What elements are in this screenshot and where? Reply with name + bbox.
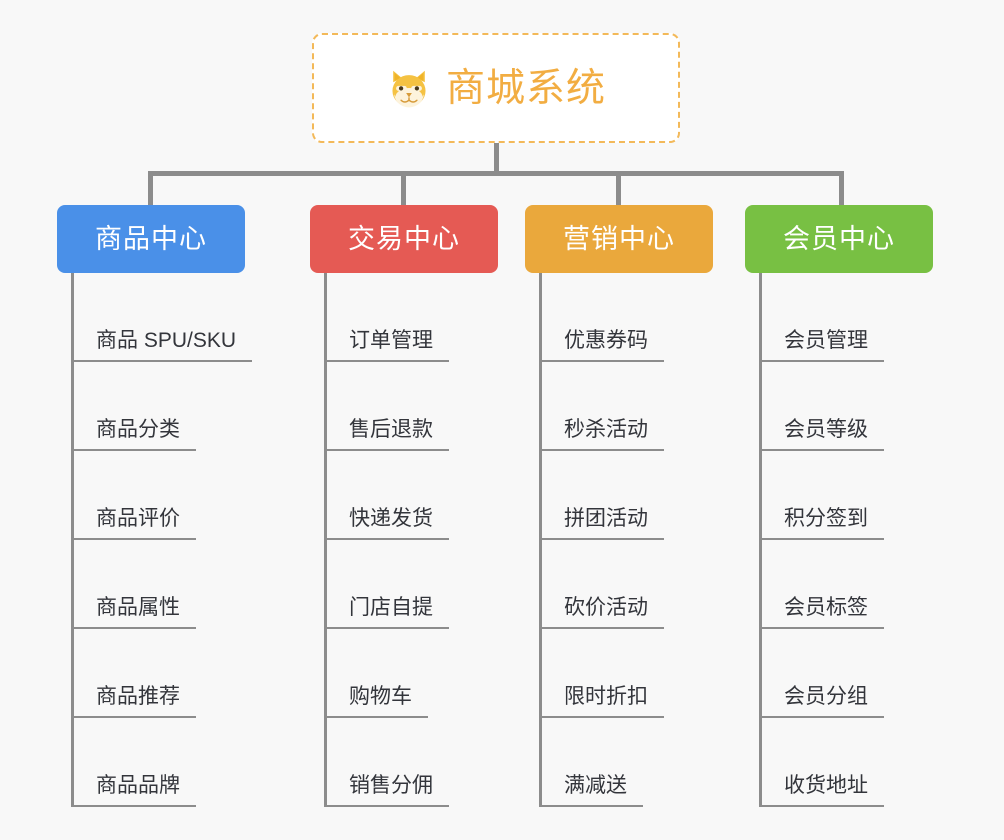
- leaf-item[interactable]: 售后退款: [327, 362, 498, 451]
- leaf-item[interactable]: 商品推荐: [74, 629, 245, 718]
- leaf-label: 商品品牌: [74, 774, 196, 807]
- leaf-label: 积分签到: [762, 507, 884, 540]
- leaf-item[interactable]: 商品属性: [74, 540, 245, 629]
- leaf-item[interactable]: 限时折扣: [542, 629, 713, 718]
- leaf-label: 商品分类: [74, 418, 196, 451]
- leaf-label: 售后退款: [327, 418, 449, 451]
- leaf-item[interactable]: 商品分类: [74, 362, 245, 451]
- branch-column-3: 营销中心 优惠券码 秒杀活动 拼团活动 砍价活动 限时折扣 满减送: [525, 205, 713, 807]
- leaf-label: 会员标签: [762, 596, 884, 629]
- leaf-item[interactable]: 拼团活动: [542, 451, 713, 540]
- category-box-4[interactable]: 会员中心: [745, 205, 933, 273]
- leaf-label: 秒杀活动: [542, 418, 664, 451]
- leaf-label: 门店自提: [327, 596, 449, 629]
- leaf-item[interactable]: 购物车: [327, 629, 498, 718]
- leaf-item[interactable]: 会员等级: [762, 362, 933, 451]
- leaf-item[interactable]: 门店自提: [327, 540, 498, 629]
- leaf-item[interactable]: 积分签到: [762, 451, 933, 540]
- category-label-1: 商品中心: [95, 223, 207, 254]
- leaf-label: 订单管理: [327, 329, 449, 362]
- category-label-3: 营销中心: [563, 223, 675, 254]
- connector-drop-3: [616, 171, 621, 205]
- connector-drop-2: [401, 171, 406, 205]
- leaf-item[interactable]: 会员标签: [762, 540, 933, 629]
- leaf-item[interactable]: 会员分组: [762, 629, 933, 718]
- leaf-list-4: 会员管理 会员等级 积分签到 会员标签 会员分组 收货地址: [759, 273, 933, 807]
- leaf-label: 会员管理: [762, 329, 884, 362]
- leaf-item[interactable]: 商品评价: [74, 451, 245, 540]
- category-label-4: 会员中心: [783, 223, 895, 254]
- leaf-list-1: 商品 SPU/SKU 商品分类 商品评价 商品属性 商品推荐 商品品牌: [71, 273, 253, 807]
- branch-column-4: 会员中心 会员管理 会员等级 积分签到 会员标签 会员分组 收货地址: [745, 205, 933, 807]
- root-node-shop-system[interactable]: 商城系统: [312, 33, 680, 143]
- leaf-list-3: 优惠券码 秒杀活动 拼团活动 砍价活动 限时折扣 满减送: [539, 273, 713, 807]
- leaf-label: 快递发货: [327, 507, 449, 540]
- leaf-label: 商品 SPU/SKU: [74, 329, 253, 362]
- connector-drop-4: [839, 171, 844, 205]
- leaf-item[interactable]: 满减送: [542, 718, 713, 807]
- leaf-item[interactable]: 商品品牌: [74, 718, 245, 807]
- leaf-label: 拼团活动: [542, 507, 664, 540]
- leaf-item[interactable]: 砍价活动: [542, 540, 713, 629]
- leaf-label: 商品属性: [74, 596, 196, 629]
- leaf-item[interactable]: 收货地址: [762, 718, 933, 807]
- category-box-3[interactable]: 营销中心: [525, 205, 713, 273]
- leaf-label: 商品推荐: [74, 685, 196, 718]
- branch-column-2: 交易中心 订单管理 售后退款 快递发货 门店自提 购物车 销售分佣: [310, 205, 498, 807]
- leaf-label: 商品评价: [74, 507, 196, 540]
- connector-root-stem: [494, 143, 499, 175]
- leaf-item[interactable]: 会员管理: [762, 273, 933, 362]
- leaf-list-2: 订单管理 售后退款 快递发货 门店自提 购物车 销售分佣: [324, 273, 498, 807]
- leaf-item[interactable]: 快递发货: [327, 451, 498, 540]
- category-label-2: 交易中心: [348, 223, 460, 254]
- category-box-2[interactable]: 交易中心: [310, 205, 498, 273]
- leaf-item[interactable]: 销售分佣: [327, 718, 498, 807]
- root-node-title: 商城系统: [445, 66, 606, 110]
- leaf-label: 会员等级: [762, 418, 884, 451]
- leaf-label: 收货地址: [762, 774, 884, 807]
- connector-drop-1: [148, 171, 153, 205]
- branch-column-1: 商品中心 商品 SPU/SKU 商品分类 商品评价 商品属性 商品推荐 商品品牌: [57, 205, 253, 807]
- shiba-dog-face-icon: [392, 70, 426, 108]
- category-box-1[interactable]: 商品中心: [57, 205, 245, 273]
- leaf-label: 购物车: [327, 685, 428, 718]
- leaf-item[interactable]: 商品 SPU/SKU: [74, 273, 253, 362]
- leaf-label: 会员分组: [762, 685, 884, 718]
- leaf-label: 限时折扣: [542, 685, 664, 718]
- leaf-item[interactable]: 优惠券码: [542, 273, 713, 362]
- leaf-item[interactable]: 秒杀活动: [542, 362, 713, 451]
- leaf-label: 砍价活动: [542, 596, 664, 629]
- leaf-label: 优惠券码: [542, 329, 664, 362]
- leaf-item[interactable]: 订单管理: [327, 273, 498, 362]
- leaf-label: 销售分佣: [327, 774, 449, 807]
- leaf-label: 满减送: [542, 774, 643, 807]
- connector-horizontal-bus: [148, 171, 844, 176]
